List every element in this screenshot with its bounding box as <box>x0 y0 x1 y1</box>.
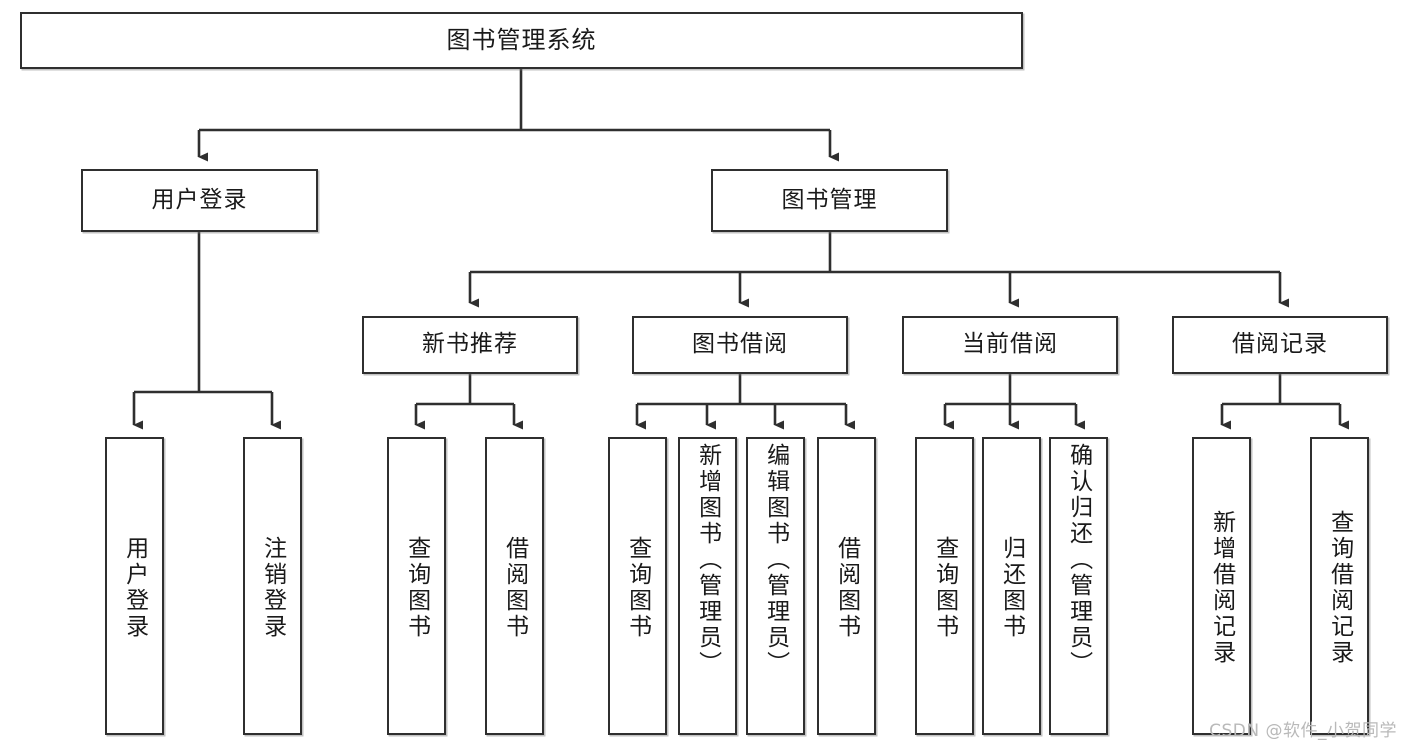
node-book-manage[interactable]: 图书管理 <box>711 169 948 232</box>
node-leaf-logout-login[interactable]: 注销登录 <box>243 437 302 735</box>
node-label: 新书推荐 <box>422 331 518 358</box>
node-user-login[interactable]: 用户登录 <box>81 169 318 232</box>
edge-root-to-level2 <box>197 69 839 162</box>
node-current-borrow[interactable]: 当前借阅 <box>902 316 1118 374</box>
node-label: 归还图书 <box>998 536 1025 640</box>
node-leaf-user-login[interactable]: 用户登录 <box>105 437 164 735</box>
node-leaf-edit-book[interactable]: 编辑图书（管理员） <box>746 437 805 735</box>
node-leaf-query-book-3[interactable]: 查询图书 <box>915 437 974 735</box>
edge-book-manage-to-level3 <box>468 232 1289 308</box>
edge-book-borrow-to-leaves <box>635 374 855 430</box>
node-leaf-add-book[interactable]: 新增图书（管理员） <box>678 437 737 735</box>
node-label: 当前借阅 <box>962 331 1058 358</box>
node-leaf-query-record[interactable]: 查询借阅记录 <box>1310 437 1369 735</box>
node-label: 用户登录 <box>151 186 248 213</box>
node-leaf-return-book[interactable]: 归还图书 <box>982 437 1041 735</box>
node-borrow-record[interactable]: 借阅记录 <box>1172 316 1388 374</box>
node-label: 用户登录 <box>121 536 148 640</box>
node-label: 新增图书（管理员） <box>694 443 721 677</box>
node-label: 借阅记录 <box>1232 331 1328 358</box>
node-leaf-borrow-book-2[interactable]: 借阅图书 <box>817 437 876 735</box>
edge-current-borrow-to-leaves <box>943 374 1085 430</box>
node-label: 图书管理 <box>781 186 878 213</box>
node-label: 查询借阅记录 <box>1326 510 1353 666</box>
node-label: 图书借阅 <box>692 331 788 358</box>
node-root-system[interactable]: 图书管理系统 <box>20 12 1023 69</box>
edge-borrow-record-to-leaves <box>1220 374 1349 430</box>
node-label: 查询图书 <box>624 536 651 640</box>
node-label: 新增借阅记录 <box>1208 510 1235 666</box>
node-label: 查询图书 <box>931 536 958 640</box>
node-leaf-confirm-return[interactable]: 确认归还（管理员） <box>1049 437 1108 735</box>
node-leaf-borrow-book-1[interactable]: 借阅图书 <box>485 437 544 735</box>
node-label: 注销登录 <box>259 536 286 640</box>
node-label: 确认归还（管理员） <box>1065 443 1092 677</box>
node-label: 借阅图书 <box>501 536 528 640</box>
node-leaf-add-record[interactable]: 新增借阅记录 <box>1192 437 1251 735</box>
edge-user-login-to-leaves <box>132 232 281 430</box>
edge-new-book-recommend-to-leaves <box>414 374 523 430</box>
node-new-book-recommend[interactable]: 新书推荐 <box>362 316 578 374</box>
node-label: 图书管理系统 <box>446 26 597 55</box>
watermark: CSDN @软件_小贺同学 <box>1209 721 1397 741</box>
node-leaf-query-book-1[interactable]: 查询图书 <box>387 437 446 735</box>
node-book-borrow[interactable]: 图书借阅 <box>632 316 848 374</box>
node-leaf-query-book-2[interactable]: 查询图书 <box>608 437 667 735</box>
node-label: 借阅图书 <box>833 536 860 640</box>
node-label: 编辑图书（管理员） <box>762 443 789 677</box>
node-label: 查询图书 <box>403 536 430 640</box>
